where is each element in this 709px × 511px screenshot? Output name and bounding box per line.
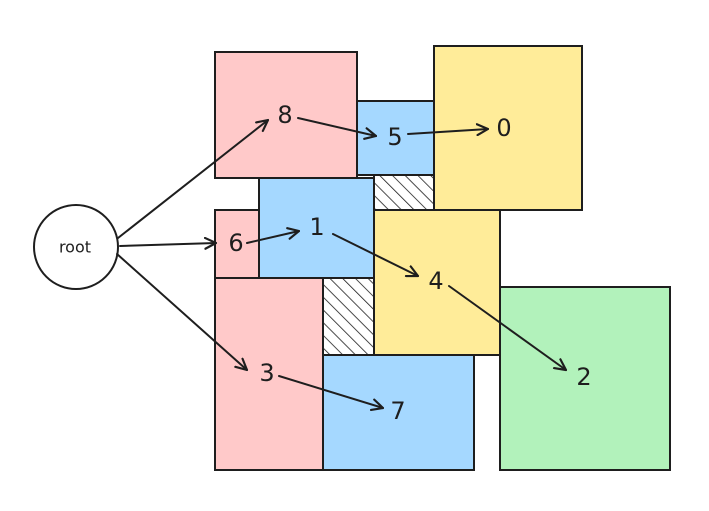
block-7 <box>322 354 475 471</box>
node-label-1: 1 <box>309 213 324 241</box>
edge-root-to-6 <box>119 236 218 250</box>
node-label-4: 4 <box>428 267 443 295</box>
hatched-gap-top <box>373 174 435 211</box>
root-node <box>33 204 119 290</box>
edge-1-to-4 <box>332 233 420 278</box>
root-label: root <box>59 238 91 257</box>
edge-4-to-2 <box>448 285 568 372</box>
block-3 <box>214 277 324 471</box>
node-label-0: 0 <box>496 114 511 142</box>
node-label-3: 3 <box>259 359 274 387</box>
edge-3-to-7 <box>278 375 385 412</box>
block-8 <box>214 51 358 179</box>
edge-root-to-8 <box>117 118 270 239</box>
edge-root-to-3 <box>116 253 249 372</box>
hatched-gap-middle <box>322 277 375 356</box>
node-label-8: 8 <box>277 101 292 129</box>
edge-6-to-1 <box>246 227 301 244</box>
node-label-6: 6 <box>228 229 243 257</box>
node-label-7: 7 <box>390 397 405 425</box>
edge-8-to-5 <box>297 117 378 140</box>
block-4 <box>373 209 501 356</box>
edge-5-to-0 <box>407 123 490 137</box>
block-2 <box>499 286 671 471</box>
block-0 <box>433 45 583 211</box>
node-label-5: 5 <box>387 123 402 151</box>
node-label-2: 2 <box>576 363 591 391</box>
